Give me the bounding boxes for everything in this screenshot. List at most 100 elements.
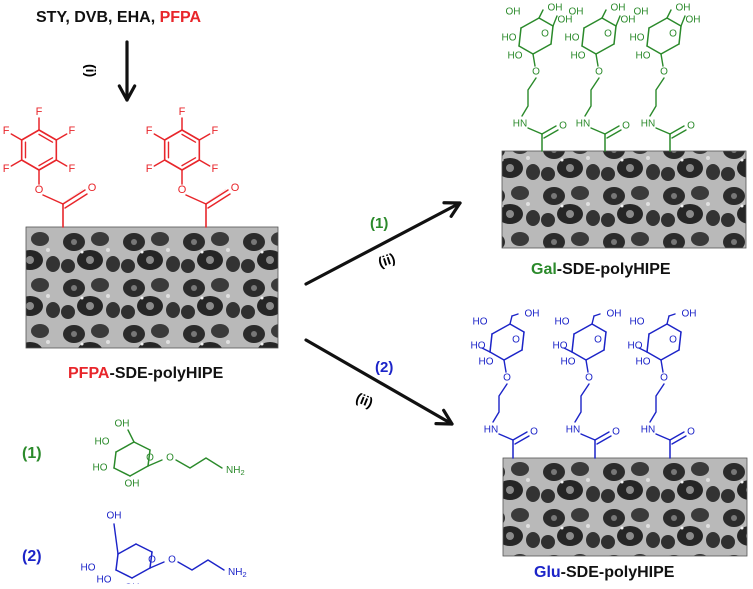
reagent-dvb: DVB <box>74 9 109 26</box>
c-o-double-bond <box>604 125 620 135</box>
ring-bond <box>509 323 525 333</box>
c-f-bond <box>55 133 68 141</box>
hydroxyl-group: OH <box>558 15 573 26</box>
pfpa-prefix: PFPA <box>68 365 110 382</box>
linker-chain <box>584 77 600 117</box>
c-o-double-bond <box>671 129 687 139</box>
bond <box>563 347 573 353</box>
amide-nh: HN <box>576 119 590 130</box>
c-o-double-bond <box>207 193 231 209</box>
ring-oxygen: O <box>146 453 154 464</box>
spacer <box>62 188 84 204</box>
linker-chain <box>492 383 508 423</box>
fluorine-atom: F <box>146 163 153 175</box>
amide-nh: HN <box>641 425 655 436</box>
oxygen-atom: O <box>35 184 44 196</box>
bond <box>591 315 595 325</box>
hydroxyl-group: OH <box>686 15 701 26</box>
glu-product-label: Glu-SDE-polyHIPE <box>534 565 674 581</box>
n-c-bond <box>527 127 543 135</box>
n-c-bond <box>655 127 671 135</box>
ring-bond <box>115 569 133 579</box>
n-c-bond <box>580 433 596 441</box>
amide-oxygen: O <box>559 121 567 132</box>
amide-oxygen: O <box>687 121 695 132</box>
oxygen-atom: O <box>178 184 187 196</box>
bond <box>511 313 519 317</box>
amide-oxygen: O <box>687 427 695 438</box>
bond <box>538 9 544 19</box>
hydroxyl-group: OH <box>548 3 563 14</box>
ring-oxygen: O <box>604 29 612 40</box>
carbonyl-oxygen: O <box>88 182 97 194</box>
hydroxyl-group: HO <box>636 357 651 368</box>
spacer <box>205 188 227 204</box>
c-o-double-bond <box>64 193 88 209</box>
ring-bond <box>503 349 523 361</box>
hydroxyl-group: HO <box>636 51 651 62</box>
hydroxyl-group: OH <box>611 3 626 14</box>
ring-bond <box>666 323 682 333</box>
bond <box>680 15 686 27</box>
n-c-bond <box>590 127 606 135</box>
arrow-shaft <box>304 338 454 426</box>
o-c-bond <box>42 194 64 205</box>
c-o-double-bond <box>541 125 557 135</box>
bond <box>638 347 648 353</box>
amide-nh: HN <box>513 119 527 130</box>
bond <box>668 313 676 317</box>
c-f-bond <box>10 159 23 167</box>
c-o-double-bond <box>669 125 685 135</box>
ring-bond <box>117 543 137 555</box>
c-f-bond <box>10 133 23 141</box>
hydroxyl-group: OH <box>125 479 140 490</box>
bond <box>127 429 135 443</box>
amide-nh: HN <box>484 425 498 436</box>
glycosidic-oxygen: O <box>595 67 603 78</box>
foam-border <box>502 457 748 557</box>
hydroxyl-group: HO <box>93 463 108 474</box>
ring-bond <box>115 553 119 571</box>
ring-bond <box>646 351 662 361</box>
ring-bond <box>603 331 607 351</box>
ring-bond <box>595 43 615 55</box>
ring-bond <box>601 17 617 27</box>
ring-bond <box>163 129 183 141</box>
hydroxyl-group: HO <box>508 51 523 62</box>
amide-oxygen: O <box>612 427 620 438</box>
c-f-bond <box>55 159 68 167</box>
hydroxyl-group: HO <box>628 341 643 352</box>
ring-bond <box>581 27 585 47</box>
linker-chain <box>649 77 665 117</box>
hydroxyl-group: OH <box>525 309 540 320</box>
ring-bond <box>38 159 58 171</box>
hydroxyl-group: OH <box>607 309 622 320</box>
hydroxyl-group: HO <box>630 317 645 328</box>
bond <box>615 15 621 27</box>
fluorine-atom: F <box>212 163 219 175</box>
ring-bond <box>133 441 151 451</box>
pfpa-product-label: PFPA-SDE-polyHIPE <box>68 366 223 382</box>
ring-bond <box>571 333 575 353</box>
amine-group: NH2 <box>226 465 245 477</box>
legend-id-1: (1) <box>22 445 42 462</box>
foam-border <box>25 226 279 349</box>
lower-arrow-reagent: (2) <box>375 359 394 376</box>
bond <box>481 347 491 353</box>
n-c-bond <box>655 433 671 441</box>
ring-bond <box>181 129 201 141</box>
glycosidic-oxygen: O <box>168 555 176 566</box>
ring-bond <box>648 323 668 335</box>
ring-bond <box>520 17 540 29</box>
reagent-list: STY, DVB, EHA, PFPA <box>36 10 201 26</box>
ring-bond <box>163 159 183 171</box>
c-f-bond <box>153 159 166 167</box>
fluorine-atom: F <box>69 125 76 137</box>
reagent-sty: STY <box>36 9 66 26</box>
amine-group: NH2 <box>228 567 247 579</box>
gal-product-label: Gal-SDE-polyHIPE <box>531 262 671 278</box>
